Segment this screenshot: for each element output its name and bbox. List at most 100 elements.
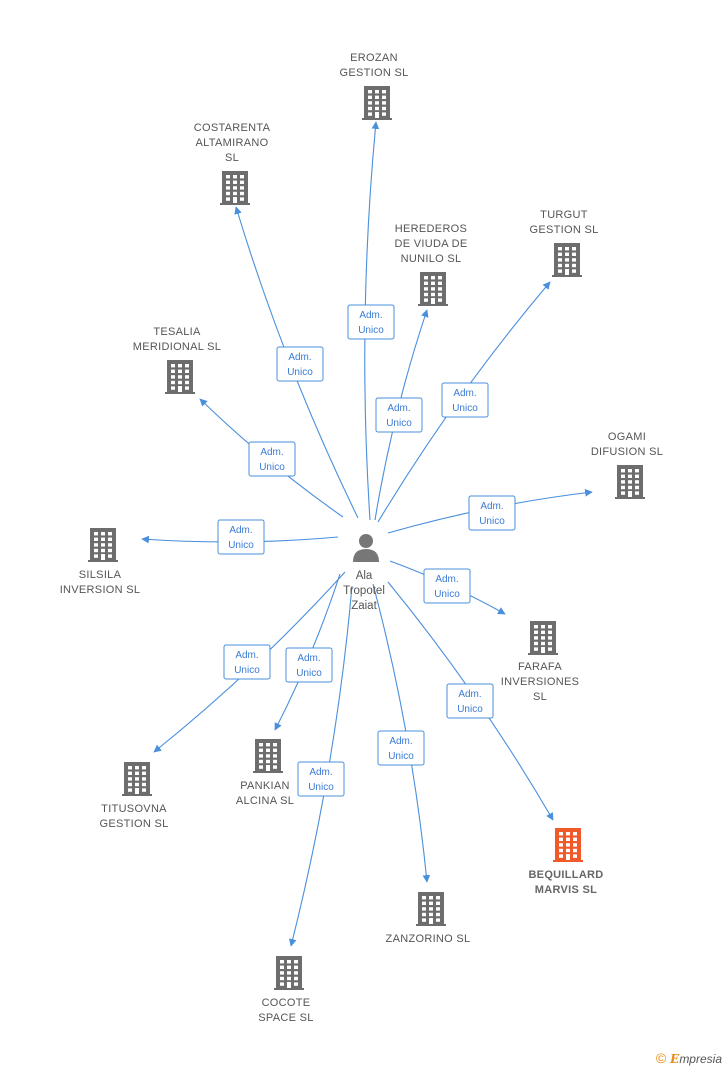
company-label: SPACE SL: [258, 1012, 313, 1024]
role-text: Adm.: [435, 574, 458, 585]
company-label: OGAMI: [608, 431, 646, 443]
role-text: Adm.: [260, 447, 283, 458]
role-text: Adm.: [297, 653, 320, 664]
company-label: BEQUILLARD: [528, 869, 603, 881]
role-badge-zanzorino[interactable]: Adm.Unico: [377, 730, 425, 766]
company-label: DE VIUDA DE: [395, 238, 468, 250]
role-text: Unico: [358, 325, 384, 336]
company-node-silsila[interactable]: SILSILA INVERSION SL: [60, 528, 141, 596]
role-text: Unico: [234, 665, 260, 676]
role-badge-pankian[interactable]: Adm.Unico: [285, 647, 333, 683]
company-node-ogami[interactable]: OGAMI DIFUSION SL: [591, 431, 663, 499]
footer-brand: ©Empresia: [656, 1050, 722, 1066]
company-node-bequillard[interactable]: BEQUILLARD MARVIS SL: [528, 828, 603, 896]
person-icon: [353, 534, 379, 562]
role-text: Unico: [308, 782, 334, 793]
role-badge-bequillard[interactable]: Adm. Unico: [446, 683, 494, 719]
company-node-farafa[interactable]: FARAFA INVERSIONES SL: [501, 621, 580, 703]
role-text: Adm.: [229, 525, 252, 536]
role-badge-titusovna[interactable]: Adm. Unico: [223, 644, 271, 680]
building-icon: [122, 762, 152, 796]
building-icon: [165, 360, 195, 394]
role-badge-ogami[interactable]: Adm. Unico: [468, 495, 516, 531]
company-node-pankian[interactable]: PANKIAN ALCINA SL: [236, 739, 294, 807]
building-icon: [615, 465, 645, 499]
company-node-cocote[interactable]: COCOTE SPACE SL: [258, 956, 313, 1024]
company-node-tesalia[interactable]: TESALIA MERIDIONAL SL: [133, 326, 221, 394]
company-label: ZANZORINO SL: [386, 933, 471, 945]
building-icon: [553, 828, 583, 862]
company-label: GESTION SL: [99, 818, 168, 830]
role-text: Adm.: [235, 650, 258, 661]
company-node-titusovna[interactable]: TITUSOVNA GESTION SL: [99, 762, 168, 830]
role-text: Unico: [479, 516, 505, 527]
company-label: GESTION SL: [339, 67, 408, 79]
building-icon: [88, 528, 118, 562]
company-label: MARVIS SL: [535, 884, 597, 896]
center-name-line: Zaiat: [351, 600, 377, 612]
role-text: Adm.: [389, 736, 412, 747]
role-text: Adm.: [480, 501, 503, 512]
company-label: MERIDIONAL SL: [133, 341, 221, 353]
role-text: Unico: [228, 540, 254, 551]
company-label: TITUSOVNA: [101, 803, 167, 815]
company-label: ALCINA SL: [236, 795, 294, 807]
role-text: Unico: [259, 462, 285, 473]
company-label: EROZAN: [350, 52, 398, 64]
company-node-erozan[interactable]: EROZAN GESTION SL: [339, 52, 408, 120]
role-text: Unico: [457, 704, 483, 715]
role-badge-erozan[interactable]: Adm. Unico: [347, 304, 395, 340]
company-label: FARAFA: [518, 661, 562, 673]
center-person-node[interactable]: Ala Tropotel Zaiat: [343, 534, 385, 612]
company-node-costarenta[interactable]: COSTARENTA ALTAMIRANO SL: [194, 122, 271, 205]
role-badge-cocote[interactable]: Adm. Unico: [297, 761, 345, 797]
building-icon: [528, 621, 558, 655]
role-text: Unico: [386, 418, 412, 429]
center-name-line: Tropotel: [343, 585, 385, 597]
role-text: Adm.: [453, 388, 476, 399]
nodes-layer: EROZAN GESTION SL COSTARENTA ALTAMIRANO SL HE…: [60, 52, 663, 1024]
company-label: COSTARENTA: [194, 122, 271, 134]
empresia-logo-initial: E: [670, 1052, 680, 1066]
company-node-turgut[interactable]: TURGUT GESTION SL: [529, 209, 598, 277]
empresia-logo-text: mpresia: [679, 1052, 722, 1066]
role-badge-herederos[interactable]: Adm. Unico: [375, 397, 423, 433]
company-label: ALTAMIRANO: [196, 137, 269, 149]
company-label: TURGUT: [540, 209, 588, 221]
role-badge-tesalia[interactable]: Adm. Unico: [248, 441, 296, 477]
building-icon: [220, 171, 250, 205]
role-badge-turgut[interactable]: Adm. Unico: [441, 382, 489, 418]
company-label: GESTION SL: [529, 224, 598, 236]
company-label: COCOTE: [262, 997, 311, 1009]
company-label: SILSILA: [79, 569, 122, 581]
role-badge-farafa[interactable]: Adm. Unico: [423, 568, 471, 604]
building-icon: [253, 739, 283, 773]
role-text: Unico: [452, 403, 478, 414]
edges-layer: Adm.UnicoAdm.UnicoAdm.UnicoAdm.UnicoAdm.…: [141, 121, 593, 947]
role-text: Unico: [434, 589, 460, 600]
role-badge-costarenta[interactable]: Adm.Unico: [276, 346, 324, 382]
role-text: Adm.: [458, 689, 481, 700]
company-label: NUNILO SL: [401, 253, 462, 265]
company-label: PANKIAN: [240, 780, 290, 792]
company-label: TESALIA: [153, 326, 201, 338]
role-badge-silsila[interactable]: Adm. Unico: [217, 519, 265, 555]
role-text: Adm.: [387, 403, 410, 414]
company-label: DIFUSION SL: [591, 446, 663, 458]
company-label: SL: [225, 152, 239, 164]
role-text: Adm.: [309, 767, 332, 778]
company-node-zanzorino[interactable]: ZANZORINO SL: [386, 892, 471, 945]
company-label: INVERSION SL: [60, 584, 141, 596]
center-name-line: Ala: [356, 570, 373, 582]
company-label: INVERSIONES: [501, 676, 580, 688]
building-icon: [274, 956, 304, 990]
building-icon: [552, 243, 582, 277]
company-label: SL: [533, 691, 547, 703]
building-icon: [416, 892, 446, 926]
role-text: Adm.: [288, 352, 311, 363]
company-node-herederos[interactable]: HEREDEROS DE VIUDA DE NUNILO SL: [395, 223, 468, 306]
role-text: Adm.: [359, 310, 382, 321]
copyright-icon: ©: [655, 1050, 667, 1066]
company-label: HEREDEROS: [395, 223, 467, 235]
